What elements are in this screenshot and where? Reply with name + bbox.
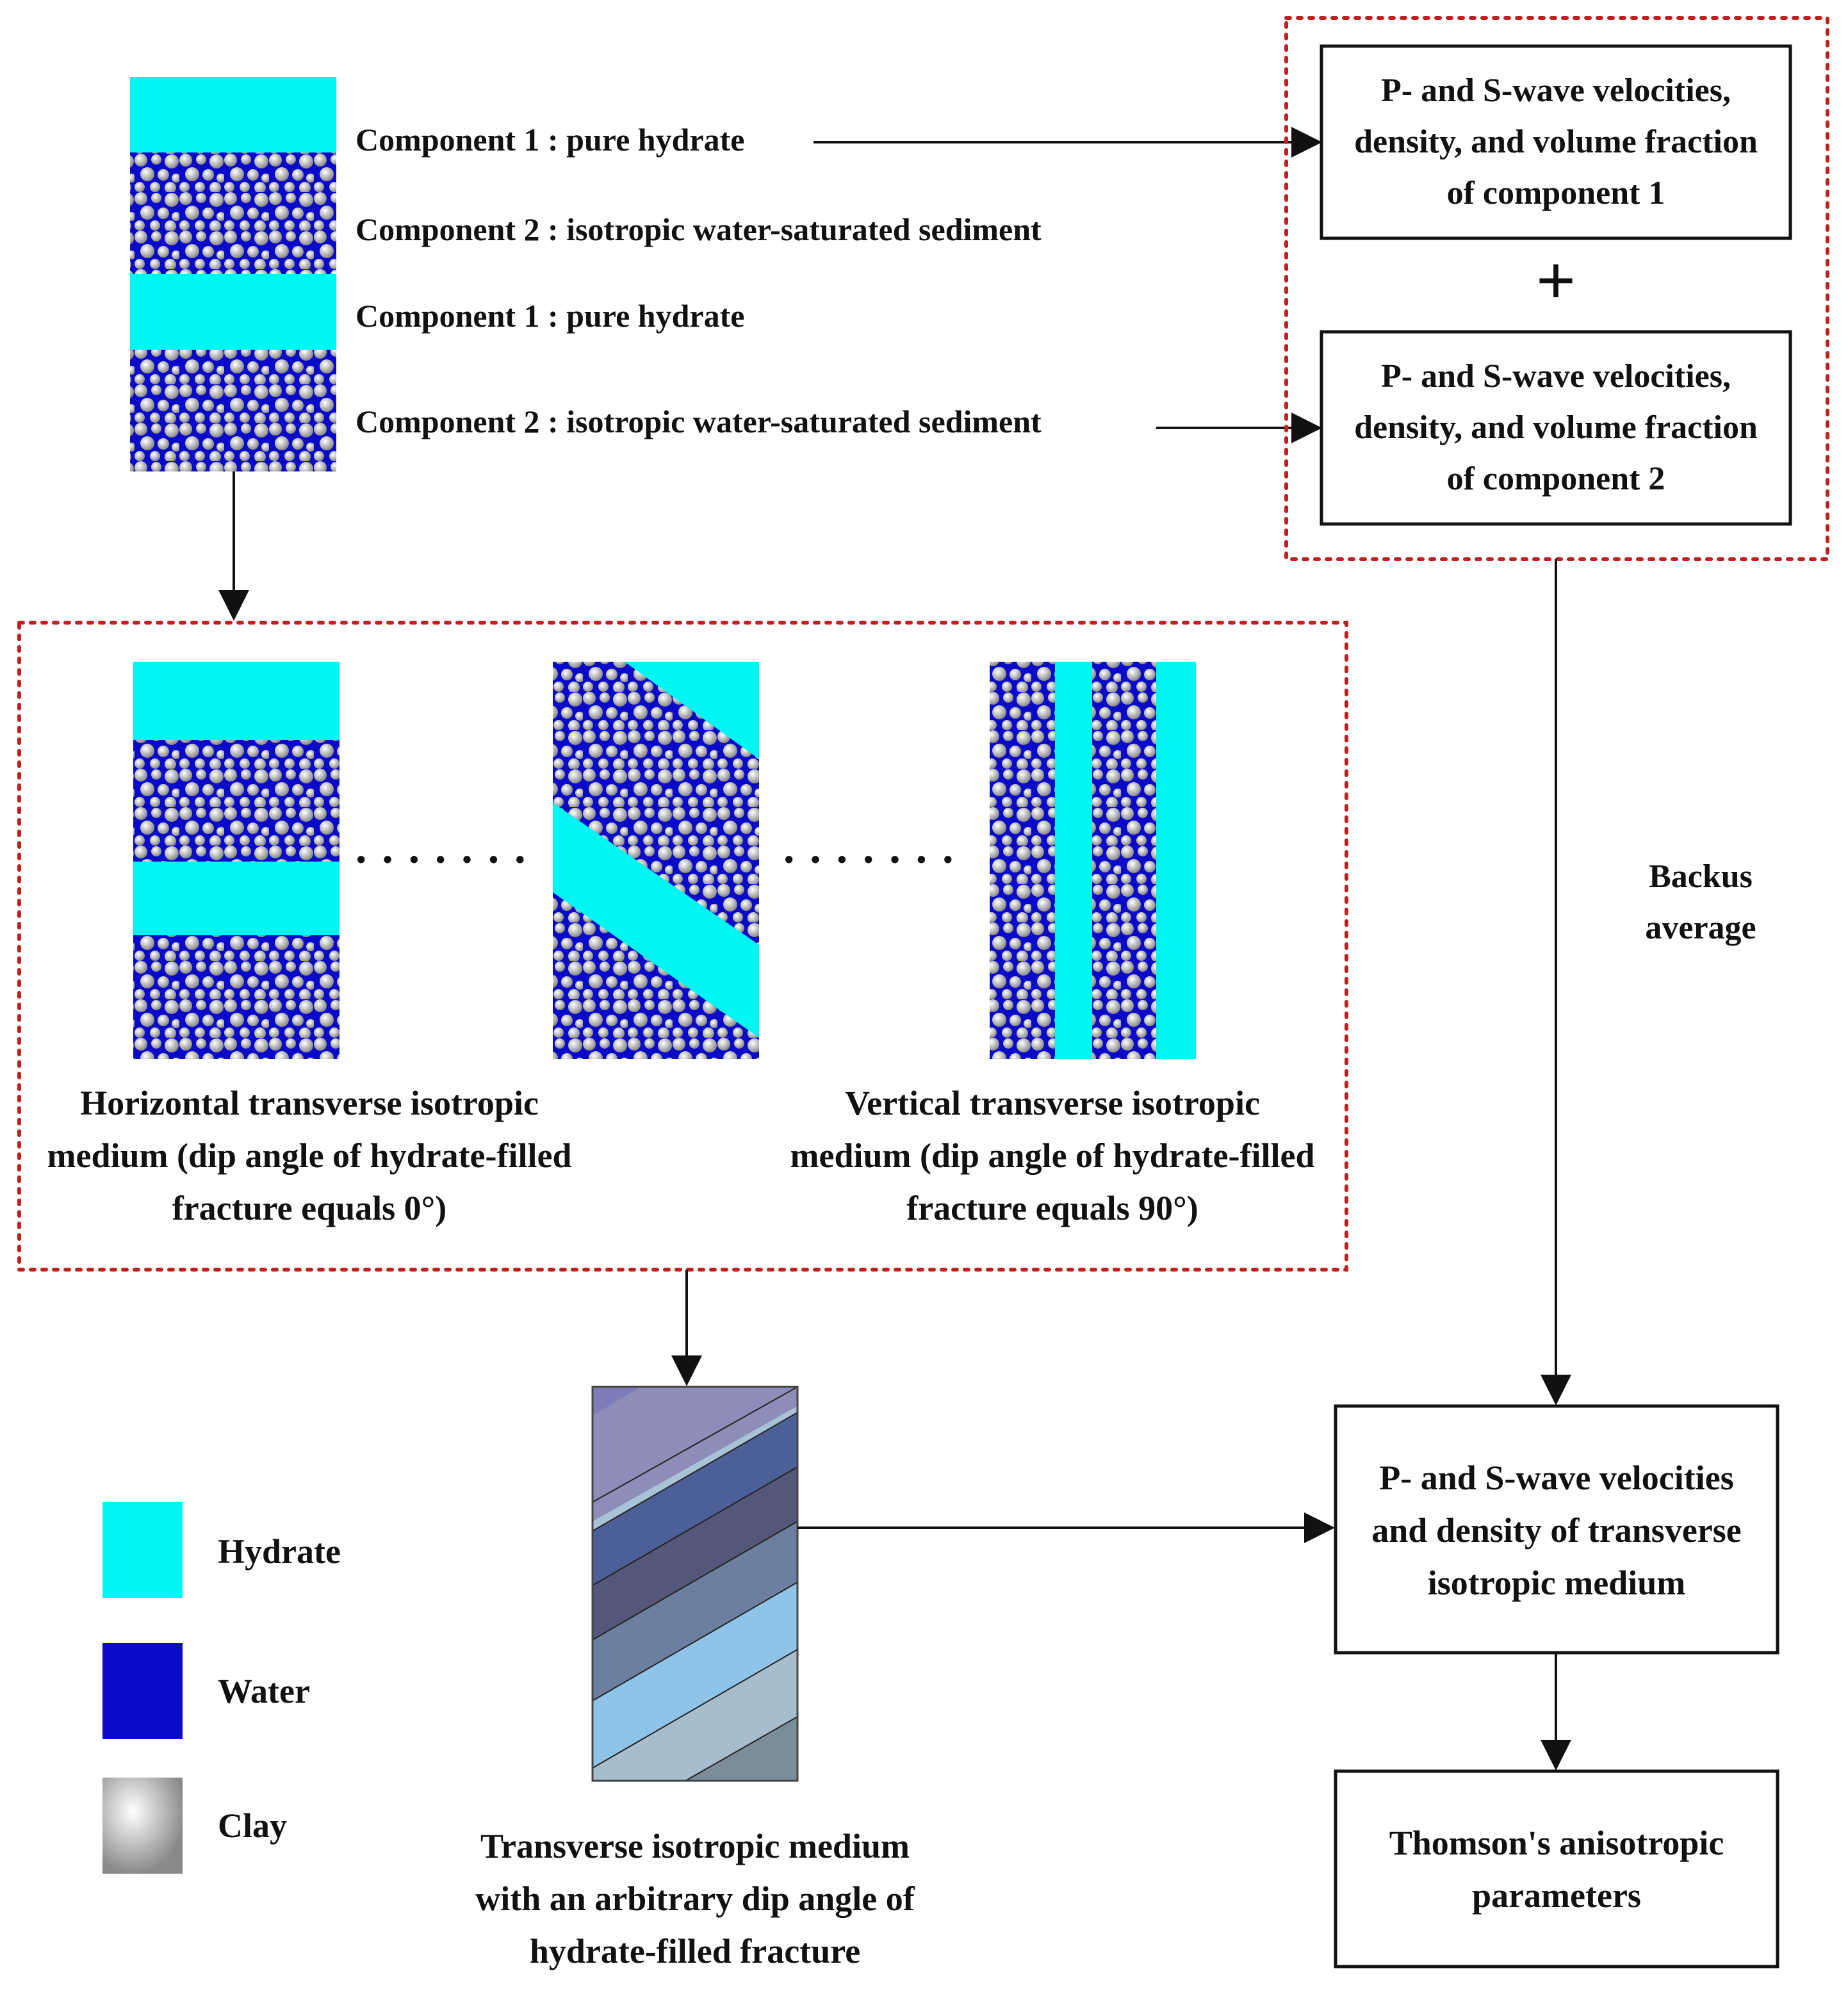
- plus-sign: +: [1536, 241, 1576, 320]
- component-label-1: Component 1 : pure hydrate: [356, 122, 744, 158]
- ellipsis-right: ·······: [781, 835, 967, 885]
- arbitrary-caption-line-2: with an arbitrary dip angle of: [475, 1879, 915, 1918]
- legend-swatch-clay: [102, 1778, 183, 1874]
- vertical-ti-medium: [990, 662, 1196, 1059]
- component-2-properties-box: [1320, 330, 1792, 526]
- ti-properties-box: [1334, 1404, 1779, 1655]
- arbitrary-caption-line-3: hydrate-filled fracture: [530, 1932, 860, 1970]
- horizontal-caption-line-1: Horizontal transverse isotropic: [80, 1084, 539, 1122]
- component-1-properties-box: [1320, 44, 1792, 240]
- backus-label-line-2: average: [1645, 910, 1756, 946]
- ellipsis-left: ·······: [354, 835, 539, 885]
- thomsen-box-line-2: parameters: [1472, 1876, 1641, 1915]
- vertical-caption-line-1: Vertical transverse isotropic: [845, 1084, 1260, 1122]
- ti-box-line-2: and density of transverse: [1371, 1511, 1742, 1550]
- component-label-2: Component 2 : isotropic water-saturated …: [356, 211, 1042, 247]
- component-label-3: Component 1 : pure hydrate: [356, 298, 744, 334]
- hydrate-layer-1: [130, 77, 336, 152]
- legend-label-hydrate: Hydrate: [218, 1532, 341, 1571]
- box1-line-3: of component 1: [1447, 175, 1665, 211]
- legend: Hydrate Water Clay: [102, 1502, 341, 1874]
- legend-label-water: Water: [218, 1672, 310, 1710]
- hydrate-layer-2: [130, 274, 336, 350]
- component-stack: [130, 77, 336, 471]
- vertical-caption-line-2: medium (dip angle of hydrate-filled: [790, 1136, 1315, 1175]
- thomsen-parameters-box: [1334, 1769, 1779, 1968]
- box2-line-2: density, and volume fraction: [1354, 409, 1758, 446]
- component-label-4: Component 2 : isotropic water-saturated …: [356, 404, 1042, 439]
- box1-line-1: P- and S-wave velocities,: [1381, 72, 1731, 109]
- legend-swatch-water: [102, 1643, 183, 1739]
- horizontal-caption-line-3: fracture equals 0°): [172, 1189, 447, 1227]
- arbitrary-caption-line-1: Transverse isotropic medium: [480, 1827, 910, 1865]
- media-group: [17, 621, 1348, 1272]
- ti-box-line-3: isotropic medium: [1428, 1564, 1686, 1602]
- backus-label-line-1: Backus: [1649, 858, 1753, 895]
- box2-line-1: P- and S-wave velocities,: [1381, 358, 1731, 395]
- vertical-caption-line-3: fracture equals 90°): [906, 1189, 1198, 1227]
- box2-line-3: of component 2: [1447, 461, 1665, 497]
- thomsen-box-line-1: Thomson's anisotropic: [1389, 1824, 1724, 1862]
- legend-label-clay: Clay: [218, 1806, 287, 1845]
- horizontal-ti-medium: [133, 662, 339, 1059]
- arbitrary-dip-medium: [593, 1387, 797, 1781]
- tilted-ti-medium: [553, 662, 759, 1059]
- ti-box-line-1: P- and S-wave velocities: [1379, 1459, 1733, 1497]
- box1-line-2: density, and volume fraction: [1354, 124, 1758, 160]
- legend-swatch-hydrate: [102, 1502, 183, 1598]
- sediment-layer-2: [130, 350, 336, 471]
- sediment-layer-1: [130, 152, 336, 274]
- horizontal-caption-line-2: medium (dip angle of hydrate-filled: [47, 1136, 572, 1175]
